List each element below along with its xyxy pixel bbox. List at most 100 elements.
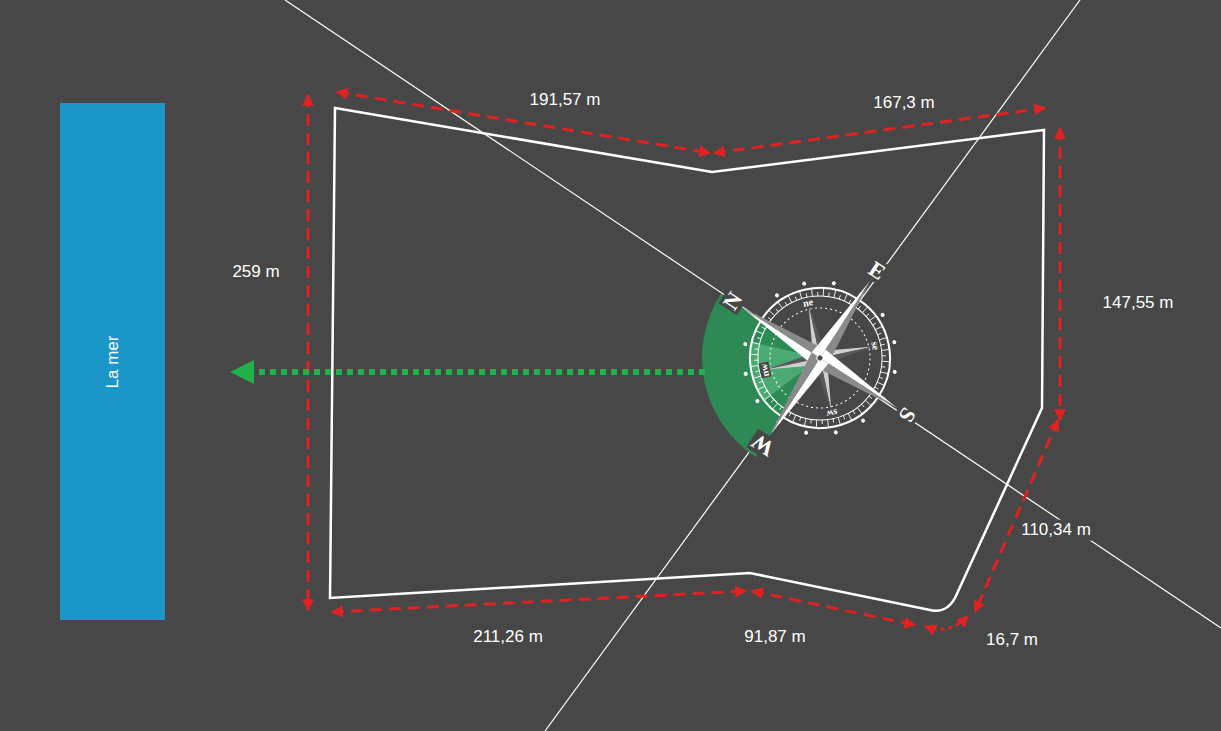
compass-tick [835,417,843,425]
compass-tick [865,400,872,405]
plot-outline [330,108,1044,611]
compass-tick [873,322,876,326]
compass-point [820,350,903,408]
dimension-line [975,420,1058,612]
compass-tick [751,362,759,370]
dimension-label: 147,55 m [1100,293,1177,314]
compass-tick [768,317,772,319]
compass-tick [799,417,802,421]
compass-letter: sw [824,407,839,420]
dimension-line [752,591,915,625]
compass-tick [881,365,885,368]
compass-dot [774,293,780,299]
sea-label: La mer [103,335,123,388]
compass-tick [866,313,869,317]
compass-tick [880,370,888,376]
compass-tick [768,310,775,315]
compass-tick [784,302,788,305]
dimension-lines [308,92,1060,629]
compass-tick [820,420,824,424]
compass-tick [820,288,827,296]
compass-point [820,281,878,364]
compass-tick [786,296,794,303]
compass-tick [879,376,883,379]
compass-point [737,308,820,366]
sea-band: La mer [60,103,165,620]
compass-tick [882,358,890,365]
compass-tick [843,294,848,301]
compass-tick [813,420,820,428]
compass-tick [862,306,867,313]
compass-letter: se [869,340,881,352]
compass-tick [875,387,879,389]
compass-tick [775,309,779,312]
compass-tick [752,340,760,346]
compass-tick [877,332,881,336]
dimension-label: 211,26 m [470,627,546,648]
dimension-label: 259 m [229,262,282,283]
compass-tick [831,419,835,423]
compass-dot [743,341,749,347]
axis-line [285,0,1221,628]
compass-tick [753,373,761,381]
dimension-label: 167,3 m [870,93,937,114]
compass-point [815,358,898,416]
compass-tick [882,346,890,354]
compass-tick [771,399,774,403]
compass-tick [824,420,832,428]
compass-tick [779,407,781,411]
compass-dot [801,281,807,287]
compass-tick [858,306,860,310]
compass-tick [755,369,759,373]
dimension-label: 191,57 m [527,90,604,111]
compass-tick [776,302,784,308]
compass-point [770,358,828,441]
compass-tick [764,394,770,402]
compass-tick [755,347,759,350]
dimension-line [337,92,710,153]
axis-lines [285,0,1221,731]
compass-tick [881,343,885,347]
compass-tick [849,300,851,304]
compass-tick [856,408,864,414]
dimension-line [332,591,746,612]
compass-tick [869,396,873,398]
compass-tick [754,358,758,362]
compass-dot [880,312,886,318]
compass-tick [791,415,796,422]
compass-dot [743,371,749,377]
compass-dot [755,398,761,404]
compass-tick [809,419,812,423]
compass-tick [802,418,808,426]
compass-tick [877,381,884,386]
dimension-line [714,108,1045,153]
compass-tick [797,291,805,299]
compass-tick [882,354,886,358]
compass-letter: ne [801,297,815,309]
compass-letter: E [863,256,891,285]
compass-dot [803,430,809,436]
dimension-label: 16,7 m [983,630,1041,651]
compass-tick [764,390,767,394]
compass-tick [808,289,816,297]
compass-tick [852,411,856,414]
compass-tick [838,295,841,299]
compass-dot [892,369,898,375]
compass-tick [756,329,763,334]
compass-tick [827,293,830,297]
compass-letter: N [718,287,747,316]
dimension-label: 110,34 m [1018,520,1094,541]
dimension-label: 91,87 m [741,627,808,648]
compass-point [743,300,826,358]
compass-tick [842,415,846,419]
compass-ring [734,272,906,444]
compass-point [762,353,820,436]
compass-dot [831,281,837,287]
compass-tick [750,351,758,358]
compass-tick [772,403,777,410]
compass-tick [832,290,838,298]
dimension-line [1059,128,1062,420]
